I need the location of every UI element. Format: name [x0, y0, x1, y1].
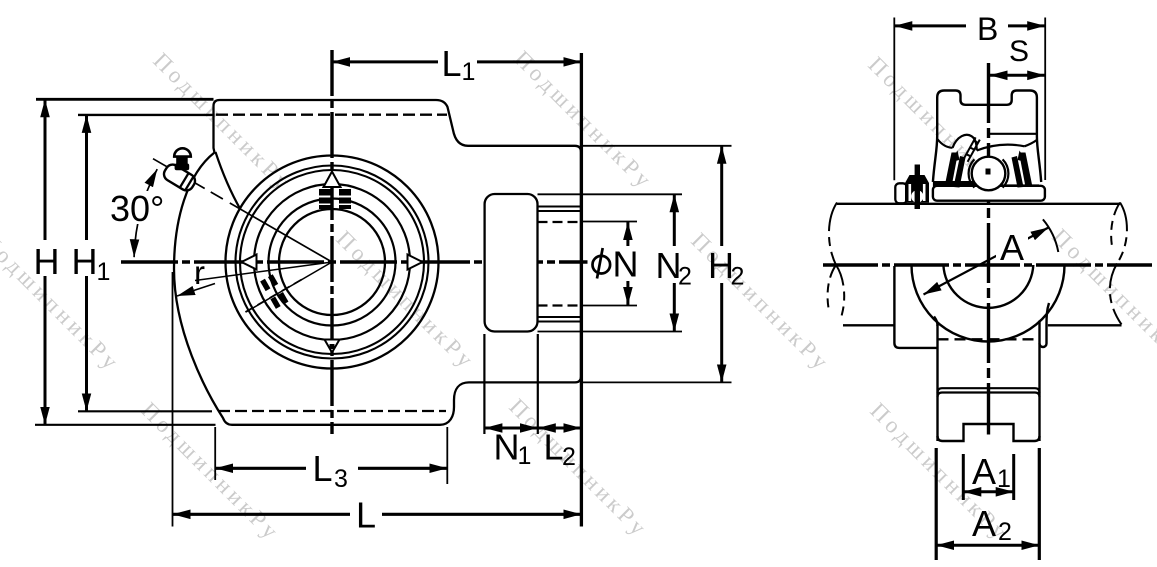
svg-text:B: B	[977, 11, 998, 47]
svg-text:H: H	[72, 241, 98, 282]
svg-text:A: A	[972, 451, 996, 492]
svg-text:3: 3	[334, 465, 348, 493]
svg-text:30°: 30°	[110, 188, 164, 229]
svg-text:2: 2	[998, 518, 1012, 546]
svg-text:N: N	[656, 245, 682, 286]
svg-text:A: A	[972, 503, 996, 544]
svg-text:S: S	[1009, 35, 1029, 68]
svg-text:1: 1	[997, 465, 1011, 493]
svg-text:A: A	[1000, 227, 1024, 268]
svg-text:2: 2	[731, 263, 745, 291]
svg-text:2: 2	[678, 263, 692, 291]
svg-text:1: 1	[518, 442, 532, 470]
svg-text:N: N	[494, 427, 520, 468]
svg-text:N: N	[613, 244, 639, 285]
svg-text:2: 2	[562, 443, 576, 471]
svg-text:L: L	[544, 427, 564, 468]
svg-text:H: H	[708, 245, 734, 286]
svg-text:1: 1	[462, 58, 476, 86]
svg-text:1: 1	[97, 258, 111, 286]
svg-text:r: r	[194, 254, 205, 291]
svg-text:L: L	[442, 43, 462, 84]
svg-text:L: L	[356, 495, 376, 536]
svg-text:H: H	[34, 241, 60, 282]
svg-text:L: L	[313, 448, 333, 489]
